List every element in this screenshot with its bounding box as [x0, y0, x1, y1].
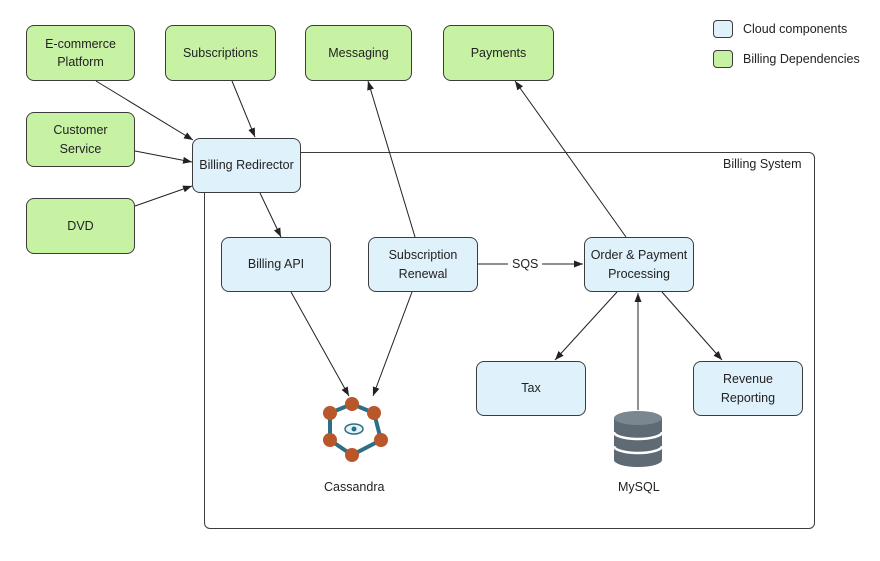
edge-redirector-to-billing-api	[259, 192, 282, 238]
legend-dependencies-swatch	[713, 50, 733, 68]
ecommerce-platform-node: E-commerce Platform	[26, 25, 135, 81]
edge-renewal-to-messaging	[367, 80, 416, 238]
edge-renewal-to-cassandra	[372, 291, 413, 397]
edge-billing-api-to-cassandra	[290, 291, 350, 397]
tax-node: Tax	[476, 361, 586, 416]
billing-redirector-node: Billing Redirector	[192, 138, 301, 193]
edge-customer-service-to-redirector	[134, 150, 193, 164]
customer-service-node: Customer Service	[26, 112, 135, 167]
messaging-node: Messaging	[305, 25, 412, 81]
subscriptions-node: Subscriptions	[165, 25, 276, 81]
cassandra-ring-icon	[323, 397, 388, 462]
database-cylinder-icon	[612, 411, 664, 467]
cassandra-label: Cassandra	[324, 480, 385, 494]
legend-cloud-label: Cloud components	[743, 22, 848, 36]
payments-node: Payments	[443, 25, 554, 81]
edge-order-to-payments	[514, 80, 627, 238]
billing-system-label: Billing System	[723, 157, 802, 171]
edge-subscriptions-to-redirector	[231, 80, 256, 138]
legend-cloud-swatch	[713, 20, 733, 38]
revenue-reporting-node: Revenue Reporting	[693, 361, 803, 416]
billing-api-node: Billing API	[221, 237, 331, 292]
legend-dependencies-label: Billing Dependencies	[743, 52, 860, 66]
mysql-label: MySQL	[618, 480, 660, 494]
edge-order-to-revenue	[661, 291, 723, 361]
billing-system-boundary	[204, 152, 815, 529]
edge-dvd-to-redirector	[134, 185, 193, 207]
sqs-edge-label: SQS	[512, 257, 539, 271]
order-payment-processing-node: Order & Payment Processing	[584, 237, 694, 292]
dvd-node: DVD	[26, 198, 135, 254]
edge-order-to-tax	[554, 291, 618, 361]
subscription-renewal-node: Subscription Renewal	[368, 237, 478, 292]
edge-ecommerce-to-redirector	[95, 80, 194, 141]
